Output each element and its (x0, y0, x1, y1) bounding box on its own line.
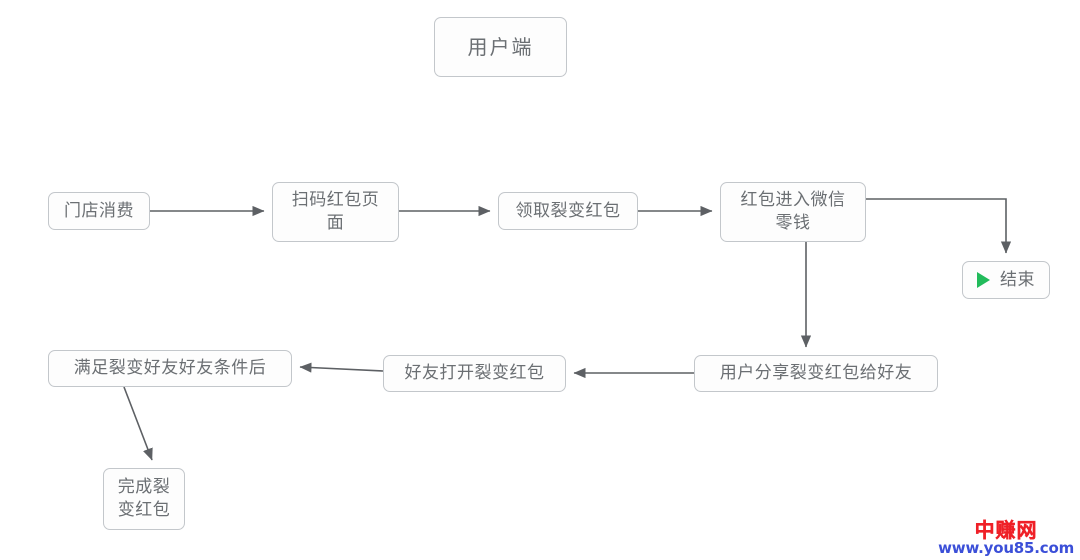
node-label: 好友打开裂变红包 (404, 363, 545, 384)
edge-condition-to-complete (123, 386, 153, 461)
node-label: 用户端 (467, 34, 534, 59)
watermark-brand: 中赚网 (974, 518, 1038, 542)
edge-wallet-to-end (866, 198, 1012, 254)
node-label: 满足裂变好友好友条件后 (73, 358, 267, 379)
node-label: 红包进入微信 零钱 (740, 190, 846, 233)
node-title-client: 用户端 (434, 17, 567, 77)
node-end[interactable]: 结束 (962, 261, 1050, 299)
node-store-consumption[interactable]: 门店消费 (48, 192, 150, 230)
node-label: 扫码红包页 面 (291, 190, 380, 233)
green-flag-icon (977, 272, 990, 288)
watermark: 中赚网 www.you85.com (938, 520, 1074, 556)
node-label: 用户分享裂变红包给好友 (719, 363, 913, 384)
watermark-url: www.you85.com (938, 539, 1074, 557)
node-label: 结束 (1000, 269, 1035, 290)
node-label: 门店消费 (64, 200, 134, 221)
node-label: 领取裂变红包 (515, 200, 621, 221)
node-complete-fission-redpacket[interactable]: 完成裂 变红包 (103, 468, 185, 530)
node-claim-fission-redpacket[interactable]: 领取裂变红包 (498, 192, 638, 230)
node-user-shares-redpacket-to-friends[interactable]: 用户分享裂变红包给好友 (694, 355, 938, 392)
node-fission-friend-condition-met[interactable]: 满足裂变好友好友条件后 (48, 350, 292, 387)
node-scan-redpacket-page[interactable]: 扫码红包页 面 (272, 182, 399, 242)
edge-open-to-condition (299, 362, 384, 373)
node-redpacket-into-wechat-wallet[interactable]: 红包进入微信 零钱 (720, 182, 866, 242)
node-friend-opens-fission-redpacket[interactable]: 好友打开裂变红包 (383, 355, 566, 392)
node-label: 完成裂 变红包 (117, 477, 171, 520)
